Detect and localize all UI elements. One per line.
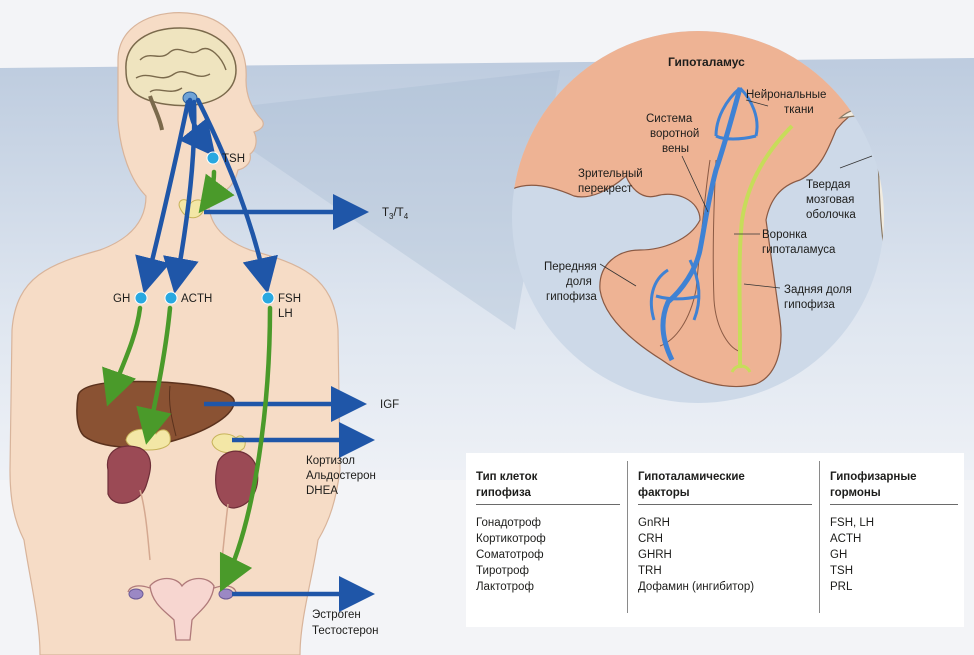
kidney-left bbox=[106, 445, 152, 504]
tissue-mass bbox=[512, 31, 884, 388]
label-stalk-2: гипоталамуса bbox=[762, 244, 836, 256]
cell-type-item: Гонадотроф bbox=[476, 517, 541, 529]
label-dura-2: мозговая bbox=[806, 194, 854, 206]
pituitary-arrows bbox=[135, 97, 278, 294]
green-arrow-liver bbox=[102, 305, 143, 407]
tsh-dot bbox=[206, 151, 220, 165]
cell-type-item: Тиротроф bbox=[476, 565, 530, 577]
label-gh: GH bbox=[113, 293, 130, 305]
hormone-item: PRL bbox=[830, 581, 853, 593]
column-factors: Гипоталамические факторы GnRH CRH GHRH T… bbox=[628, 453, 818, 627]
leader-anterior bbox=[599, 263, 637, 287]
header-factors-line2: факторы bbox=[638, 487, 690, 499]
label-tsh: TSH bbox=[222, 153, 245, 165]
ovary-left bbox=[128, 588, 144, 600]
stalk-end bbox=[730, 364, 752, 373]
header-cell-type-line2: гипофиза bbox=[476, 487, 531, 499]
green-arrow-gonads bbox=[219, 305, 273, 593]
hormone-item: FSH, LH bbox=[830, 517, 875, 529]
label-testosterone: Тестостерон bbox=[312, 625, 378, 637]
label-t3t4: T3/T4 bbox=[382, 207, 409, 221]
inset-leaders bbox=[599, 99, 873, 289]
cell-type-item: Лактотроф bbox=[476, 581, 534, 593]
label-neuronal-1: Нейрональные bbox=[746, 89, 826, 101]
pituitary-cell-table: Тип клеток гипофиза Гонадотроф Кортикотр… bbox=[466, 453, 964, 627]
header-cell-type: Тип клеток гипофиза bbox=[476, 461, 620, 505]
label-acth: ACTH bbox=[181, 293, 212, 305]
brainstem bbox=[148, 95, 164, 131]
label-posterior-1: Задняя доля bbox=[784, 284, 852, 296]
column-cell-types: Тип клеток гипофиза Гонадотроф Кортикотр… bbox=[466, 453, 626, 627]
label-neuronal-2: ткани bbox=[784, 104, 814, 116]
label-chiasm-2: перекрест bbox=[578, 183, 633, 195]
label-lh: LH bbox=[278, 308, 293, 320]
label-estrogen: Эстроген bbox=[312, 609, 361, 621]
arrow-to-fsh bbox=[195, 97, 278, 294]
label-chiasm-1: Зрительный bbox=[578, 168, 643, 180]
cell-type-item: Соматотроф bbox=[476, 549, 544, 561]
factor-item: Дофамин (ингибитор) bbox=[638, 581, 755, 593]
pituitary-stalk bbox=[737, 124, 794, 368]
gh-dot bbox=[134, 291, 148, 305]
label-portal-2: воротной bbox=[650, 128, 699, 140]
column-divider bbox=[627, 461, 628, 613]
ovary-right bbox=[218, 588, 234, 600]
label-aldosterone: Альдостерон bbox=[306, 470, 376, 482]
label-portal-1: Система bbox=[646, 113, 693, 125]
cell-type-item: Кортикотроф bbox=[476, 533, 546, 545]
column-divider bbox=[819, 461, 820, 613]
arrow-to-acth bbox=[163, 99, 199, 294]
inset-title: Гипоталамус bbox=[668, 55, 745, 69]
arrow-to-gh bbox=[135, 99, 191, 294]
label-stalk-1: Воронка bbox=[762, 229, 807, 241]
label-fsh: FSH bbox=[278, 293, 301, 305]
label-dura-3: оболочка bbox=[806, 209, 856, 221]
capillary-plexus-bottom bbox=[649, 259, 701, 321]
body-silhouette bbox=[9, 12, 341, 655]
label-portal-3: вены bbox=[662, 143, 689, 155]
header-cell-type-line1: Тип клеток bbox=[476, 471, 538, 483]
fsh-dot bbox=[261, 291, 275, 305]
header-hormones-line1: Гипофизарные bbox=[830, 471, 917, 483]
hormone-item: ACTH bbox=[830, 533, 862, 545]
factor-item: TRH bbox=[638, 565, 662, 577]
label-cortisol: Кортизол bbox=[306, 455, 355, 467]
header-hormones-line2: гормоны bbox=[830, 487, 881, 499]
label-anterior-2: доля bbox=[566, 276, 592, 288]
hormone-item: TSH bbox=[830, 565, 853, 577]
factor-item: GnRH bbox=[638, 517, 670, 529]
leader-portal bbox=[681, 155, 709, 213]
header-hormones: Гипофизарные гормоны bbox=[830, 461, 958, 505]
brain-folds bbox=[135, 47, 227, 93]
zoom-wedge bbox=[210, 70, 560, 330]
brain bbox=[125, 27, 237, 107]
factor-item: GHRH bbox=[638, 549, 672, 561]
capillary-plexus-top bbox=[714, 86, 759, 141]
uterus bbox=[149, 577, 215, 641]
output-arrows bbox=[204, 194, 375, 612]
label-igf: IGF bbox=[380, 399, 399, 411]
hormone-arrows bbox=[102, 169, 273, 593]
hormone-item: GH bbox=[830, 549, 848, 561]
green-arrow-thyroid bbox=[198, 169, 235, 214]
header-factors: Гипоталамические факторы bbox=[638, 461, 812, 505]
hypothalamus-inset bbox=[512, 31, 884, 403]
acth-dot bbox=[164, 291, 178, 305]
label-posterior-2: гипофиза bbox=[784, 299, 835, 311]
factor-item: CRH bbox=[638, 533, 663, 545]
adrenal-gland-right bbox=[211, 433, 246, 454]
leader-dura bbox=[839, 155, 873, 169]
green-arrow-adrenal bbox=[136, 305, 173, 445]
hormone-dots bbox=[134, 151, 275, 305]
leader-neuronal bbox=[745, 99, 769, 107]
column-hormones: Гипофизарные гормоны FSH, LH ACTH GH TSH… bbox=[820, 453, 964, 627]
label-anterior-3: гипофиза bbox=[546, 291, 597, 303]
label-dhea: DHEA bbox=[306, 485, 338, 497]
leader-posterior bbox=[743, 283, 781, 289]
header-factors-line1: Гипоталамические bbox=[638, 471, 745, 483]
label-dura-1: Твердая bbox=[806, 179, 850, 191]
label-anterior-1: Передняя bbox=[544, 261, 597, 273]
gland-outline bbox=[659, 159, 743, 353]
